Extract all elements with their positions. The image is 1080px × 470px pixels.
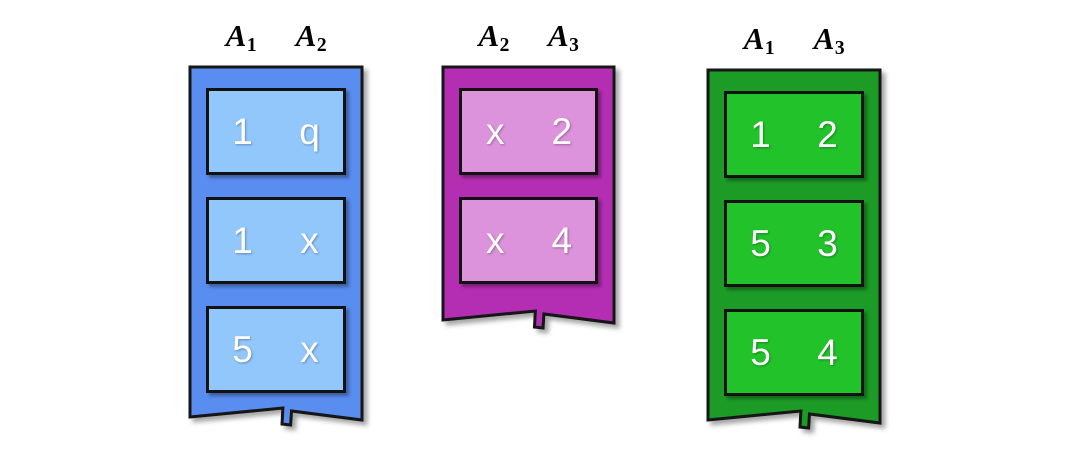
attribute-header: A1 [724, 20, 794, 59]
tuple-value: 5 [750, 223, 771, 264]
attribute-header-letter: A [478, 17, 500, 53]
tuple-value: 5 [232, 329, 253, 370]
tuple-value: 5 [750, 332, 771, 373]
attribute-header-subscript: 1 [764, 38, 775, 60]
tuple-value: x [300, 329, 319, 370]
attribute-header-subscript: 2 [316, 35, 327, 57]
attribute-header-subscript: 3 [834, 38, 845, 60]
attribute-header-letter: A [813, 20, 835, 56]
attribute-header: A2 [459, 17, 529, 56]
tuple-value: x [486, 111, 505, 152]
attribute-header: A2 [276, 17, 346, 56]
attribute-header-letter: A [743, 20, 765, 56]
attribute-header: A3 [529, 17, 599, 56]
attribute-header-subscript: 2 [499, 35, 510, 57]
tuple-value: x [300, 220, 319, 261]
tuple-value: q [299, 111, 320, 152]
tuple-value: 2 [817, 114, 838, 155]
tuple-value: 3 [817, 223, 838, 264]
tuple-value: 2 [551, 111, 573, 152]
tuple-value: 4 [817, 332, 838, 373]
tuple-value: 1 [232, 111, 253, 152]
attribute-header-subscript: 1 [246, 35, 257, 57]
tuple-value: 1 [232, 220, 253, 261]
attribute-header-subscript: 3 [569, 35, 579, 57]
tuple-value: x [486, 220, 505, 261]
attribute-header-letter: A [548, 17, 569, 53]
tuple-value: 1 [750, 114, 771, 155]
attribute-header: A3 [794, 20, 864, 59]
attribute-header-letter: A [295, 17, 317, 53]
tuple-value: 4 [551, 220, 573, 261]
attribute-header-letter: A [225, 17, 247, 53]
attribute-header: A1 [206, 17, 276, 56]
